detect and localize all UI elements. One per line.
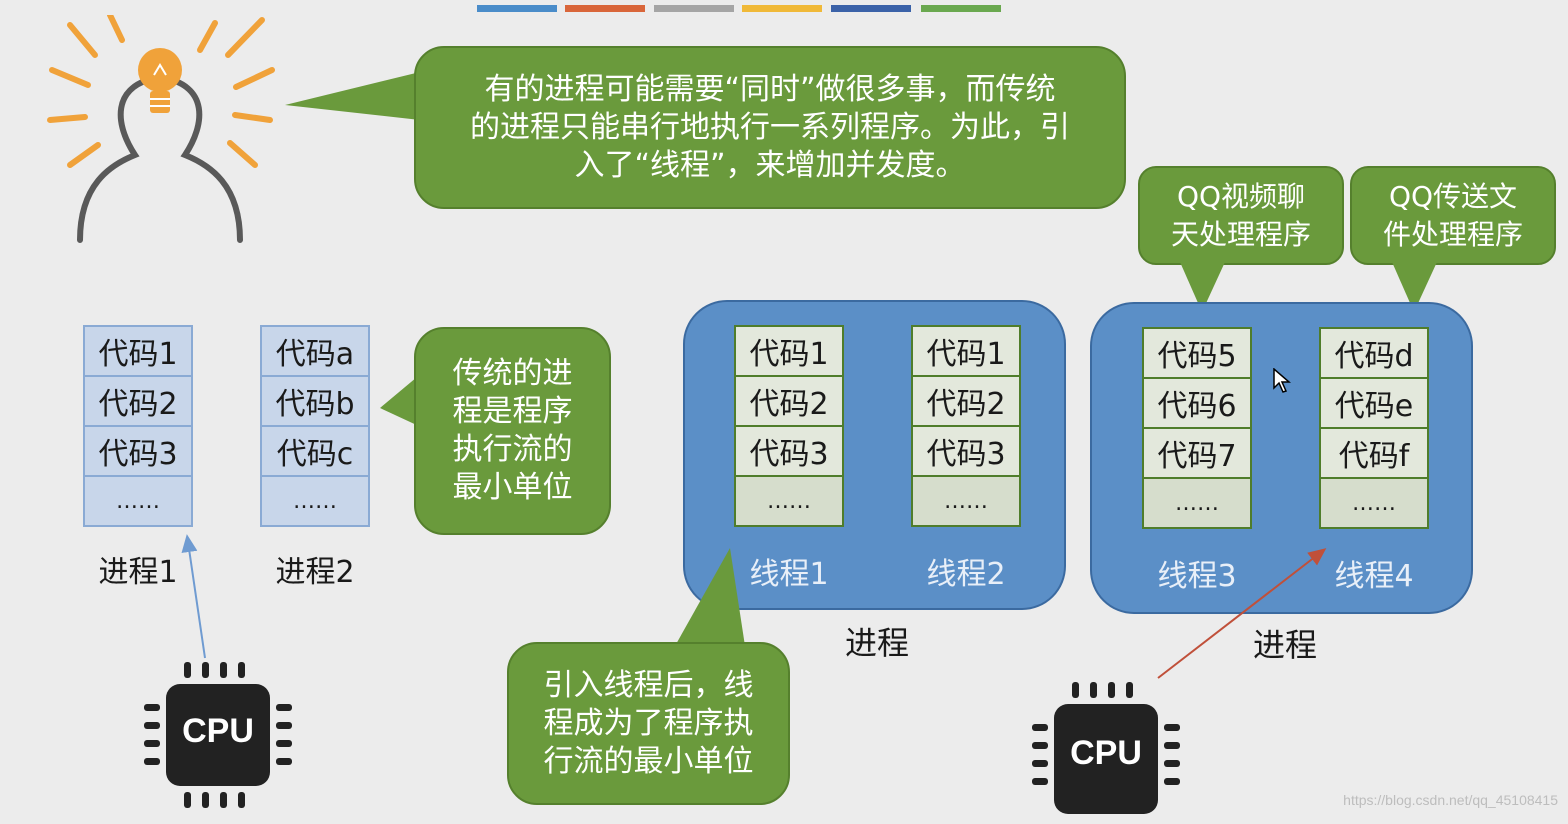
cpu-icon: CPU xyxy=(1028,680,1188,820)
cpu-label: CPU xyxy=(1070,734,1142,772)
thread2-label: 线程2 xyxy=(926,557,1006,592)
qq-video-tail xyxy=(1180,262,1225,312)
top-bar-segment xyxy=(477,5,557,12)
thread1-label: 线程1 xyxy=(749,557,829,592)
code-cell: 代码1 xyxy=(911,325,1021,377)
code-cell: 代码c xyxy=(260,425,370,477)
qq-video-bubble: QQ视频聊 天处理程序 xyxy=(1138,166,1344,265)
process2-stack: 代码a 代码b 代码c …… xyxy=(260,325,370,527)
cpu-icon: CPU xyxy=(140,660,300,810)
process2-label: 进程2 xyxy=(275,555,355,590)
top-bar-segment xyxy=(654,5,734,12)
code-cell: 代码3 xyxy=(911,425,1021,477)
traditional-text: 传统的进 程是程序 执行流的 最小单位 xyxy=(452,356,573,505)
code-cell: 代码5 xyxy=(1142,327,1252,379)
code-cell: …… xyxy=(734,475,844,527)
code-cell: 代码1 xyxy=(734,325,844,377)
traditional-bubble-tail xyxy=(380,372,423,428)
top-bar-segment xyxy=(565,5,645,12)
main-explanation-text: 有的进程可能需要“同时”做很多事，而传统 的进程只能串行地执行一系列程序。为此，… xyxy=(470,71,1070,183)
thread3-stack: 代码5 代码6 代码7 …… xyxy=(1142,327,1252,529)
code-cell: 代码2 xyxy=(734,375,844,427)
after-threads-bubble-tail xyxy=(675,548,745,646)
code-cell: 代码3 xyxy=(83,425,193,477)
thread4-label: 线程4 xyxy=(1334,559,1414,594)
process1-stack: 代码1 代码2 代码3 …… xyxy=(83,325,193,527)
traditional-bubble: 传统的进 程是程序 执行流的 最小单位 xyxy=(414,327,611,535)
code-cell: 代码e xyxy=(1319,377,1429,429)
process-label: 进程 xyxy=(845,624,910,662)
thread4-stack: 代码d 代码e 代码f …… xyxy=(1319,327,1429,529)
after-threads-text: 引入线程后，线 程成为了程序执 行流的最小单位 xyxy=(543,667,754,779)
code-cell: …… xyxy=(1142,477,1252,529)
main-bubble-tail xyxy=(285,72,420,120)
code-cell: …… xyxy=(260,475,370,527)
thread1-stack: 代码1 代码2 代码3 …… xyxy=(734,325,844,527)
top-bar-segment xyxy=(831,5,911,12)
thread3-label: 线程3 xyxy=(1157,559,1237,594)
code-cell: 代码b xyxy=(260,375,370,427)
process1-label: 进程1 xyxy=(98,555,178,590)
code-cell: 代码6 xyxy=(1142,377,1252,429)
cpu-to-thread4-arrow xyxy=(1157,548,1327,679)
cpu-label: CPU xyxy=(182,712,254,750)
code-cell: 代码a xyxy=(260,325,370,377)
top-bar-segment xyxy=(921,5,1001,12)
qq-video-text: QQ视频聊 天处理程序 xyxy=(1170,179,1311,251)
code-cell: …… xyxy=(83,475,193,527)
after-threads-bubble: 引入线程后，线 程成为了程序执 行流的最小单位 xyxy=(507,642,790,805)
watermark: https://blog.csdn.net/qq_45108415 xyxy=(1343,792,1558,808)
main-explanation-bubble: 有的进程可能需要“同时”做很多事，而传统 的进程只能串行地执行一系列程序。为此，… xyxy=(414,46,1126,209)
code-cell: 代码7 xyxy=(1142,427,1252,479)
process-label: 进程 xyxy=(1253,626,1318,664)
code-cell: 代码2 xyxy=(83,375,193,427)
code-cell: …… xyxy=(911,475,1021,527)
qq-file-text: QQ传送文 件处理程序 xyxy=(1382,179,1523,251)
top-bar-segment xyxy=(742,5,822,12)
code-cell: …… xyxy=(1319,477,1429,529)
thread2-stack: 代码1 代码2 代码3 …… xyxy=(911,325,1021,527)
thinking-person-icon xyxy=(47,15,275,243)
mouse-cursor-icon xyxy=(1273,368,1291,393)
cpu-to-process1-arrow xyxy=(181,534,206,659)
qq-file-bubble: QQ传送文 件处理程序 xyxy=(1350,166,1556,265)
qq-file-tail xyxy=(1392,262,1437,312)
